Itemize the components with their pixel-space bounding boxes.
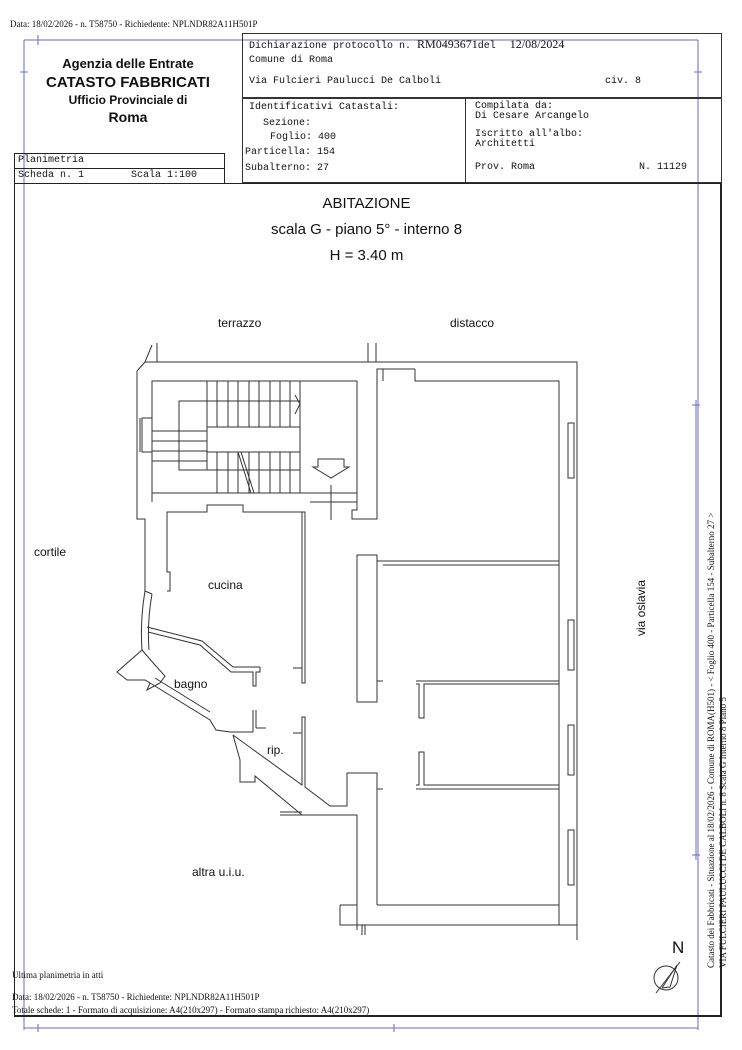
- particella: Particella: 154: [245, 147, 336, 158]
- north-arrow-icon: [653, 961, 681, 994]
- label-cortile: cortile: [34, 545, 67, 559]
- plan-subtitle: scala G - piano 5° - interno 8: [270, 221, 463, 238]
- label-distacco: distacco: [450, 316, 495, 330]
- identifiers-box: Identificativi Catastali: Sezione: Fogli…: [242, 97, 722, 183]
- entrance-arrow-icon: [311, 458, 351, 479]
- office-label: Ufficio Provinciale di: [68, 93, 188, 107]
- label-altra-uiu: altra u.i.u.: [192, 865, 245, 879]
- box-divider: [465, 98, 466, 182]
- civic-number: civ. 8: [605, 76, 642, 87]
- north-label: N: [672, 938, 685, 957]
- foglio: Foglio: 400: [270, 132, 337, 143]
- footer-ultima-planimetria: Ultima planimetria in atti: [12, 970, 104, 980]
- identifiers-title: Identificativi Catastali:: [249, 102, 400, 113]
- footer-format-line: Totale schede: 1 - Formato di acquisizio…: [12, 1005, 370, 1015]
- catasto-title: CATASTO FABBRICATI: [46, 74, 210, 91]
- protocol-label: Dichiarazione protocollo n.: [249, 41, 412, 52]
- plan-height: H = 3.40 m: [329, 247, 404, 264]
- label-bagno: bagno: [174, 677, 208, 691]
- header-request-line: Data: 18/02/2026 - n. T58750 - Richieden…: [10, 19, 258, 29]
- subalterno: Subalterno: 27: [245, 163, 330, 174]
- label-ripostiglio: rip.: [267, 743, 284, 757]
- side-address-line: VIA FULCIERI PAULUCCI DE CALBOLI n. 8 Sc…: [718, 697, 728, 968]
- office-city: Roma: [108, 109, 148, 125]
- registration-number: N. 11129: [639, 162, 688, 173]
- sheet-scale: Scala 1:100: [131, 170, 198, 181]
- sezione: Sezione:: [263, 118, 312, 129]
- comune: Comune di Roma: [249, 55, 334, 66]
- protocol-number: RM0493671: [417, 37, 478, 51]
- del-label: del: [477, 41, 496, 52]
- protocol-date: 12/08/2024: [509, 37, 565, 51]
- label-terrazzo: terrazzo: [218, 316, 262, 330]
- sheet-number: Scheda n. 1: [18, 170, 85, 181]
- side-cadastre-line: Catasto dei Fabbricati - Situazione al 1…: [706, 512, 716, 968]
- drawing-frame: [14, 183, 722, 1017]
- plan-title: ABITAZIONE: [322, 195, 411, 212]
- agency-block: Agenzia delle Entrate CATASTO FABBRICATI…: [14, 56, 242, 125]
- label-cucina: cucina: [208, 578, 243, 592]
- footer-request-line: Data: 18/02/2026 - n. T58750 - Richieden…: [12, 992, 260, 1002]
- albo-value: Architetti: [475, 139, 536, 150]
- compiled-by-label: Compilata da:: [475, 101, 554, 112]
- address: Via Fulcieri Paulucci De Calboli: [249, 76, 442, 87]
- province: Prov. Roma: [475, 162, 536, 173]
- sheet-title: Planimetria: [18, 155, 85, 166]
- declaration-box: Dichiarazione protocollo n. RM0493671del…: [242, 33, 722, 99]
- albo-label: Iscritto all'albo:: [475, 129, 584, 140]
- compiler-name: Di Cesare Arcangelo: [475, 111, 590, 122]
- label-via-oslavia: via oslavia: [634, 579, 648, 636]
- agency-name: Agenzia delle Entrate: [62, 56, 194, 71]
